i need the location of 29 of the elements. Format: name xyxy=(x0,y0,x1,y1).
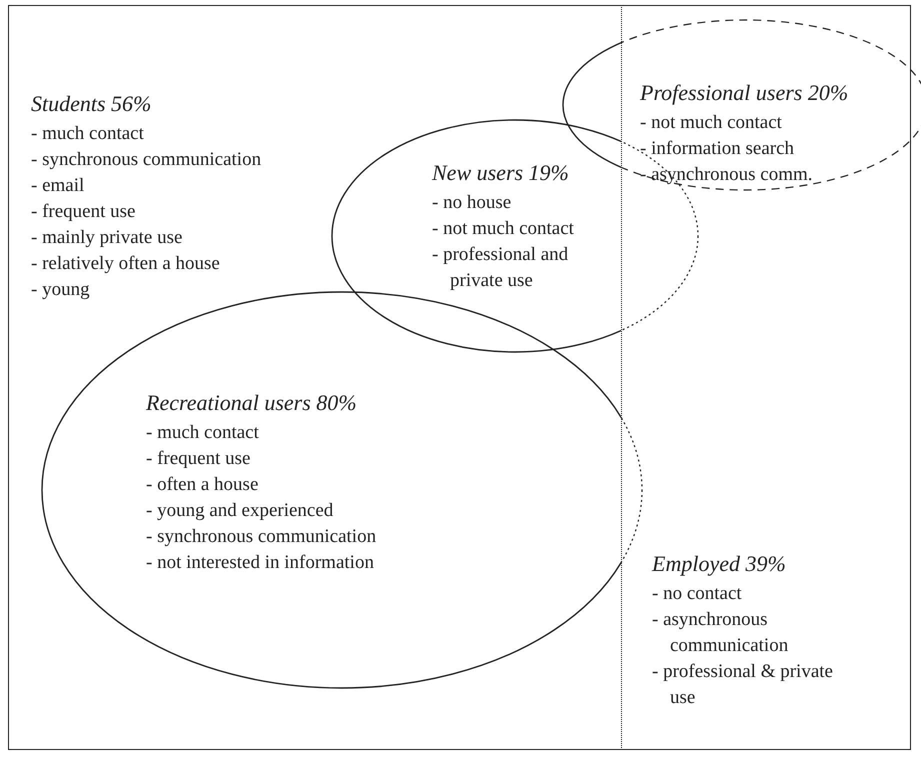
group-heading: New users 19% xyxy=(432,160,570,186)
list-item: - much contact xyxy=(146,421,260,445)
panel xyxy=(621,5,911,750)
group-heading: Students 56% xyxy=(31,91,152,117)
list-item: - relatively often a house xyxy=(31,252,221,276)
list-item: - frequent use xyxy=(31,200,136,224)
list-item: - professional and private use xyxy=(432,243,570,293)
list-item: - not much contact xyxy=(432,217,575,241)
list-item: - young and experienced xyxy=(146,499,334,523)
list-item: - email xyxy=(31,174,86,198)
list-item: - young xyxy=(31,278,91,302)
list-item: - much contact xyxy=(31,122,145,146)
list-item: - synchronous communication xyxy=(31,148,262,172)
list-item: - synchronous communication xyxy=(146,525,378,549)
list-item: - asynchronous comm. xyxy=(640,163,814,187)
group-heading: Professional users 20% xyxy=(640,80,850,106)
list-item: - not much contact xyxy=(640,111,783,135)
list-item: - mainly private use xyxy=(31,226,184,250)
list-item: - information search xyxy=(640,137,796,161)
list-item: - no contact xyxy=(652,582,743,606)
list-item: - professional & private use xyxy=(652,660,834,710)
list-item: - not interested in information xyxy=(146,551,375,575)
list-item: - asynchronous communication xyxy=(652,608,790,658)
list-item: - frequent use xyxy=(146,447,252,471)
group-heading: Employed 39% xyxy=(652,551,787,577)
panel xyxy=(8,5,621,750)
group-heading: Recreational users 80% xyxy=(146,390,358,416)
list-item: - no house xyxy=(432,191,512,215)
list-item: - often a house xyxy=(146,473,260,497)
